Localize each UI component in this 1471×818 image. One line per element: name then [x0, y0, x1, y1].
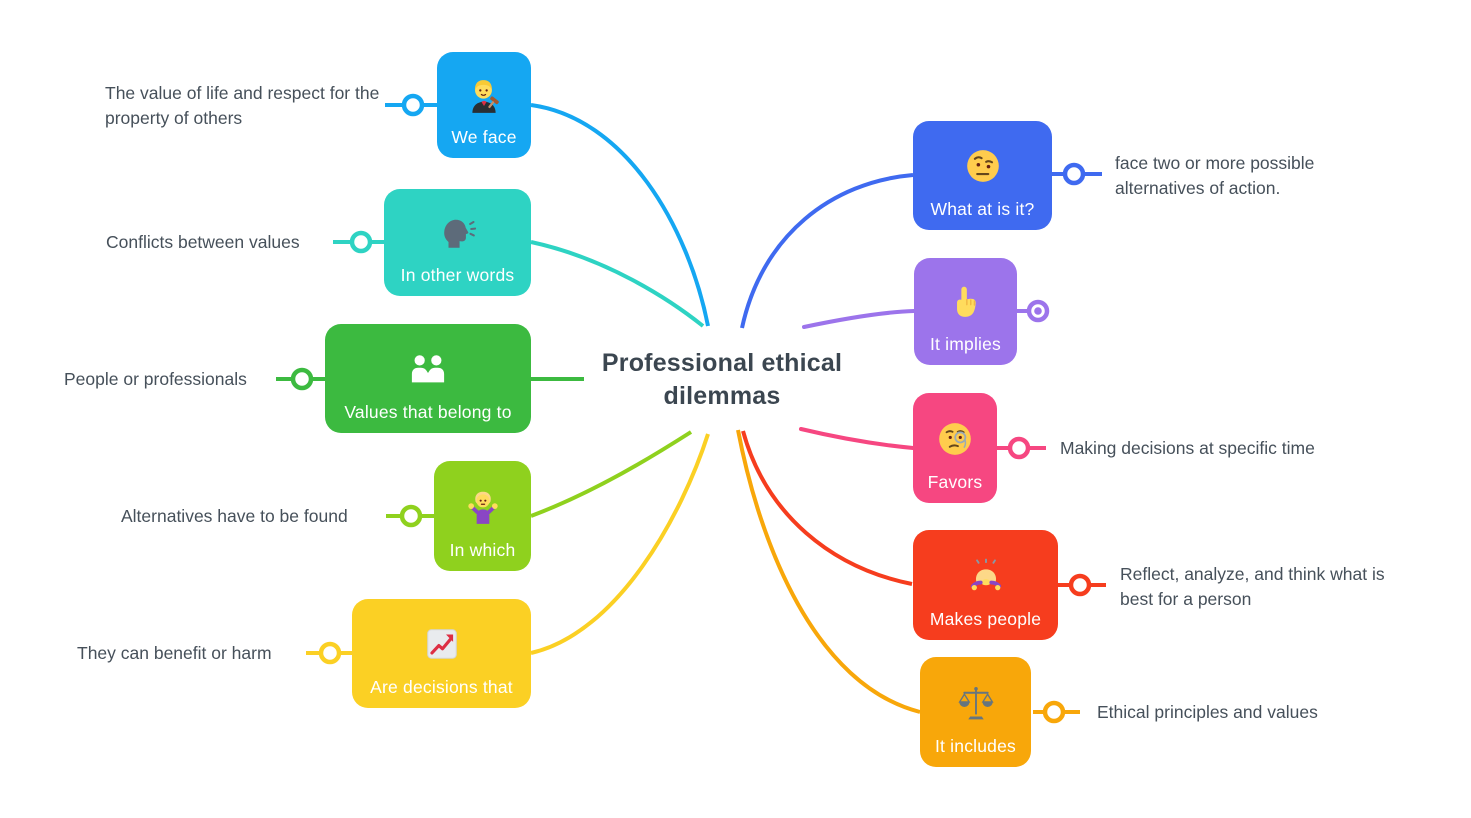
point-up-icon	[947, 270, 985, 334]
balance-scale-icon	[957, 669, 995, 736]
node-label: Values that belong to	[344, 402, 512, 422]
ring-it-includes[interactable]	[1042, 700, 1066, 724]
branch-curve-it-implies	[802, 309, 916, 329]
node-label: In other words	[400, 265, 515, 285]
annotation-makes-people[interactable]: Reflect, analyze, and think what is best…	[1120, 564, 1385, 609]
node-label: It includes	[935, 736, 1016, 756]
branch-curve-we-face	[530, 103, 710, 327]
ring-values[interactable]	[290, 367, 314, 391]
node-what-at-is-it[interactable]: What at is it?	[913, 121, 1052, 230]
ring-favors[interactable]	[1007, 436, 1031, 460]
annotation-in-other-words[interactable]: Conflicts between values	[106, 232, 300, 252]
node-label: Makes people	[929, 609, 1042, 629]
branch-curve-favors	[799, 427, 915, 450]
bowing-person-icon	[967, 542, 1005, 609]
branch-curve-what-is-it	[740, 173, 914, 329]
ring-are-decisions[interactable]	[318, 641, 342, 665]
ring-dot-it-implies	[1034, 307, 1042, 315]
node-label: Favors	[927, 472, 983, 492]
judge-icon	[465, 64, 503, 127]
node-we-face[interactable]: We face	[437, 52, 531, 158]
ring-what-is-it[interactable]	[1062, 162, 1086, 186]
node-label: What at is it?	[930, 199, 1035, 219]
branch-curve-makes-people	[741, 430, 913, 586]
node-label: We face	[451, 127, 517, 147]
node-makes-people[interactable]: Makes people	[913, 530, 1058, 640]
annotation-what-is-it[interactable]: face two or more possible alternatives o…	[1115, 153, 1315, 198]
node-in-other-words[interactable]: In other words	[384, 189, 531, 296]
annotation-we-face[interactable]: The value of life and respect for the pr…	[105, 83, 380, 128]
node-label: Are decisions that	[370, 677, 513, 697]
node-values-that-belong-to[interactable]: Values that belong to	[325, 324, 531, 433]
node-in-which[interactable]: In which	[434, 461, 531, 571]
chart-increasing-icon	[423, 611, 461, 677]
raised-eyebrow-icon	[964, 133, 1002, 199]
branch-curve-are-decisions	[530, 433, 710, 655]
people-icon	[408, 336, 448, 402]
central-topic[interactable]: Professional ethical dilemmas	[601, 349, 843, 410]
ring-in-other-words[interactable]	[349, 230, 373, 254]
branch-curve-it-includes	[736, 429, 921, 714]
ring-makes-people[interactable]	[1068, 573, 1092, 597]
annotation-favors[interactable]: Making decisions at specific time	[1060, 438, 1315, 458]
branch-curve-in-other-words	[530, 240, 705, 328]
annotation-it-includes[interactable]: Ethical principles and values	[1097, 702, 1318, 722]
node-it-implies[interactable]: It implies	[914, 258, 1017, 365]
branch-curve-in-which	[530, 430, 693, 518]
monocle-face-icon	[936, 405, 974, 472]
node-label: It implies	[929, 334, 1002, 354]
node-it-includes[interactable]: It includes	[920, 657, 1031, 767]
node-label: In which	[449, 540, 516, 560]
ring-in-which[interactable]	[399, 504, 423, 528]
shrug-icon	[464, 473, 502, 540]
annotation-values[interactable]: People or professionals	[64, 369, 247, 389]
ring-we-face[interactable]	[401, 93, 425, 117]
node-favors[interactable]: Favors	[913, 393, 997, 503]
speaking-head-icon	[439, 201, 477, 265]
annotation-in-which[interactable]: Alternatives have to be found	[121, 506, 348, 526]
annotation-are-decisions[interactable]: They can benefit or harm	[77, 643, 272, 663]
node-are-decisions-that[interactable]: Are decisions that	[352, 599, 531, 708]
